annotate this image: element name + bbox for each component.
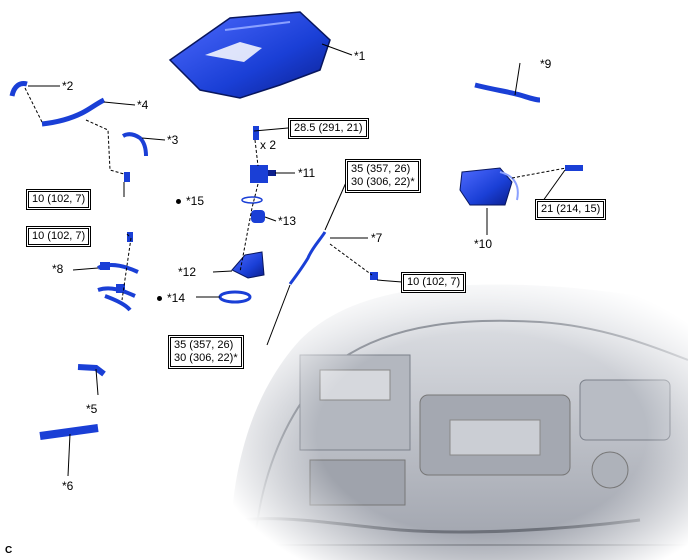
callout-8: *8 bbox=[52, 262, 64, 276]
bolt-upper-left bbox=[124, 172, 130, 182]
torque-value: 10 (102, 7) bbox=[407, 276, 461, 288]
torque-spec-bolt-top: 28.5 (291, 21) bbox=[288, 118, 369, 139]
callout-14: *14 bbox=[167, 291, 186, 305]
bolt-mid-left bbox=[127, 232, 133, 242]
illustration-code: C bbox=[5, 545, 13, 556]
bolt-mid-right bbox=[370, 272, 378, 280]
torque-spec-throttle: 21 (214, 15) bbox=[535, 199, 607, 220]
callout-13: *13 bbox=[278, 214, 297, 228]
torque-value-alternate: 30 (306, 22)* bbox=[351, 176, 415, 188]
torque-value: 10 (102, 7) bbox=[32, 193, 86, 205]
callout-1: *1 bbox=[354, 49, 366, 63]
callout-12: *12 bbox=[178, 265, 197, 279]
torque-value-primary: 35 (357, 26) bbox=[174, 339, 234, 351]
torque-value: 21 (214, 15) bbox=[541, 203, 601, 215]
non-reusable-bullet-15 bbox=[176, 199, 181, 204]
hose-part-9 bbox=[474, 82, 541, 103]
bolt-throttle bbox=[565, 165, 583, 171]
bracket-part-4 bbox=[41, 97, 106, 127]
torque-spec-pipe-lower: 35 (357, 26) 30 (306, 22)* bbox=[168, 335, 244, 369]
callout-15: *15 bbox=[186, 194, 205, 208]
callout-5: *5 bbox=[86, 402, 98, 416]
callout-4: *4 bbox=[137, 98, 149, 112]
torque-spec-mid-right: 10 (102, 7) bbox=[401, 272, 467, 293]
o-ring-part-15 bbox=[241, 196, 263, 204]
duct-part-6 bbox=[39, 424, 99, 440]
engine-cover-part bbox=[168, 11, 331, 99]
assembly-lines bbox=[24, 87, 567, 301]
callout-11: *11 bbox=[298, 166, 316, 180]
bracket-part-12 bbox=[231, 251, 265, 279]
throttle-body-part-10 bbox=[459, 167, 519, 206]
quantity-label: x 2 bbox=[260, 138, 277, 152]
pipe-part-7 bbox=[288, 231, 327, 285]
callout-3: *3 bbox=[167, 133, 179, 147]
callout-9: *9 bbox=[540, 57, 552, 71]
clamp-part-2 bbox=[9, 81, 28, 97]
callout-2: *2 bbox=[62, 79, 74, 93]
callout-7: *7 bbox=[371, 231, 383, 245]
torque-spec-upper-left: 10 (102, 7) bbox=[26, 189, 92, 210]
torque-value-alternate: 30 (306, 22)* bbox=[174, 352, 238, 364]
bolt-top bbox=[253, 126, 259, 140]
callout-10: *10 bbox=[474, 237, 493, 251]
non-reusable-bullet-14 bbox=[157, 296, 162, 301]
engine-bay-illustration bbox=[230, 280, 688, 560]
torque-value: 28.5 (291, 21) bbox=[294, 122, 363, 134]
torque-spec-mid-left: 10 (102, 7) bbox=[26, 226, 92, 247]
duct-part-5 bbox=[77, 364, 106, 377]
sensor-part-11 bbox=[250, 165, 276, 183]
torque-value: 10 (102, 7) bbox=[32, 230, 86, 242]
wire-harness-part-8 bbox=[97, 262, 139, 312]
hose-part-3 bbox=[121, 132, 148, 157]
grommet-part-13 bbox=[251, 210, 265, 223]
torque-value-primary: 35 (357, 26) bbox=[351, 163, 411, 175]
leader-lines bbox=[28, 43, 566, 477]
callout-6: *6 bbox=[62, 479, 74, 493]
torque-spec-pipe-upper: 35 (357, 26) 30 (306, 22)* bbox=[345, 159, 421, 193]
